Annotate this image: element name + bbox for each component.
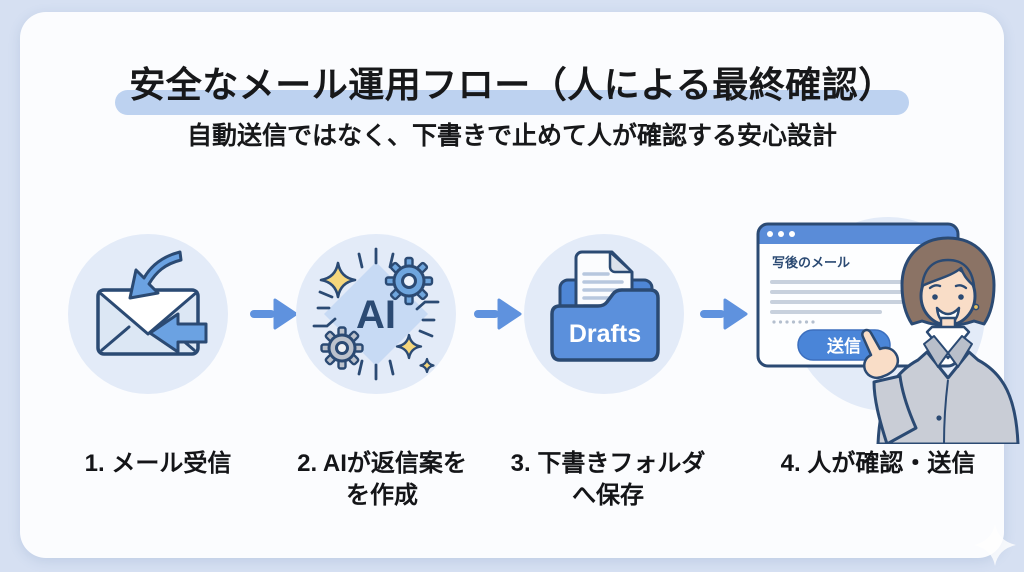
folder-front bbox=[550, 288, 660, 362]
person-pointing-hand bbox=[861, 328, 900, 379]
ai-sparkles-gears-icon: AI bbox=[296, 234, 456, 394]
title-highlight: 安全なメール運用フロー（人による最終確認） bbox=[115, 56, 910, 115]
person-lapel bbox=[923, 335, 949, 368]
sparkle-icon bbox=[395, 333, 423, 360]
window-title-bar bbox=[758, 224, 958, 244]
content-card: 安全なメール運用フロー（人による最終確認） 自動送信ではなく、下書きで止めて人が… bbox=[20, 12, 1020, 566]
window-control-dots bbox=[767, 231, 795, 237]
step-label-3: 3. 下書きフォルダ へ保存 bbox=[510, 450, 706, 509]
sparkle-icon bbox=[419, 357, 435, 374]
page-subtitle: 自動送信ではなく、下書きで止めて人が確認する安心設計 bbox=[186, 122, 837, 150]
step-label-4: 4. 人が確認・送信 bbox=[780, 450, 976, 477]
person-jacket-button bbox=[936, 415, 942, 421]
gear-icon bbox=[384, 256, 434, 306]
step-label-2: 2. AIが返信案を を作成 bbox=[297, 450, 467, 509]
curved-incoming-arrow-icon bbox=[128, 250, 183, 300]
person-sleeve bbox=[872, 374, 918, 444]
gear-icon bbox=[320, 326, 364, 370]
person-eye bbox=[932, 294, 938, 300]
flow-arrow-icon bbox=[474, 298, 522, 330]
person-earring bbox=[972, 303, 980, 311]
step-label-1: 1. メール受信 bbox=[84, 450, 232, 477]
person-jacket-seam bbox=[943, 379, 949, 444]
human-review-illustration: 写後のメール 送信 bbox=[756, 217, 1020, 444]
page-title: 安全なメール運用フロー（人による最終確認） bbox=[20, 56, 1004, 115]
mail-window-title: 写後のメール bbox=[772, 255, 850, 270]
radiating-lines bbox=[312, 247, 440, 381]
person-eyebrows bbox=[928, 284, 968, 290]
drafts-label: Drafts bbox=[569, 320, 641, 348]
envelope-icon bbox=[96, 288, 200, 356]
mail-dotted-line bbox=[772, 320, 815, 324]
ai-label: AI bbox=[356, 293, 396, 337]
flow-arrow-icon bbox=[250, 298, 298, 330]
left-incoming-arrow-icon bbox=[148, 312, 208, 354]
person-figure bbox=[861, 236, 1020, 444]
person-bangs bbox=[920, 258, 976, 288]
sparkle-watermark-icon bbox=[974, 524, 1016, 566]
send-button-label: 送信 bbox=[827, 336, 861, 356]
drafts-folder-icon: Drafts bbox=[524, 234, 684, 394]
flow-arrow-icon bbox=[700, 298, 748, 330]
incoming-mail-icon bbox=[68, 234, 228, 394]
person-lapel bbox=[947, 335, 973, 368]
sparkle-icon bbox=[319, 261, 357, 299]
person-eye bbox=[958, 294, 964, 300]
